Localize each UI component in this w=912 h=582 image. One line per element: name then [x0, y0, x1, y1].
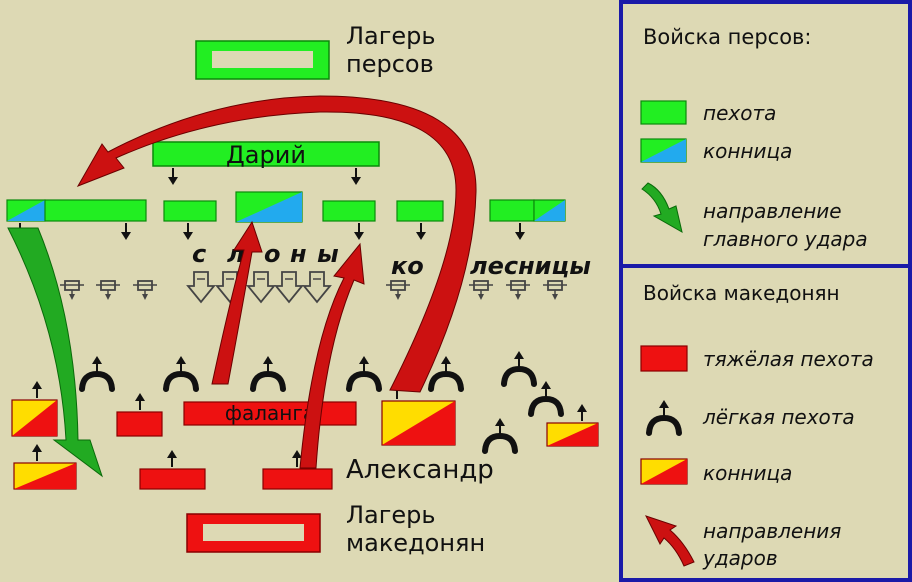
green-arrow-icon — [641, 182, 683, 234]
macedonian-legend: Войска македонян тяжёлая пехота лёгкая п… — [640, 281, 874, 570]
elephant-letter-5: ы — [317, 240, 339, 268]
chariots-label-1: ко — [391, 252, 424, 280]
macedonian-legend-title: Войска македонян — [643, 281, 840, 305]
elephant-icon — [187, 271, 331, 303]
macedonian-legend-light: лёгкая пехота — [702, 405, 855, 429]
macedonian-attack-arrows — [76, 95, 477, 469]
elephant-letter-1: с — [192, 240, 206, 268]
persian-attack-arrow — [7, 227, 103, 478]
macedonian-legend-heavy: тяжёлая пехота — [703, 347, 874, 371]
persian-legend-title: Войска персов: — [643, 25, 812, 49]
red-arrow-icon — [645, 515, 695, 567]
elephant-letter-3: о — [264, 240, 281, 268]
macedonian-legend-attack-2: ударов — [702, 546, 778, 570]
macedonian-legend-attack-1: направления — [703, 519, 841, 543]
darius-label: Дарий — [226, 141, 306, 169]
alexander-label: Александр — [346, 455, 494, 485]
persian-legend-attack-2: главного удара — [703, 227, 868, 251]
elephant-letter-4: н — [290, 240, 307, 268]
darius-unit — [152, 141, 380, 167]
persian-front-line — [6, 191, 566, 223]
persian-legend-attack-1: направление — [703, 199, 842, 223]
persian-legend: Войска персов: пехота конница направлени… — [640, 25, 868, 251]
persian-legend-infantry: пехота — [703, 101, 776, 125]
persian-infantry-swatch — [640, 100, 687, 125]
phalanx-label: фаланга — [225, 401, 315, 425]
persian-legend-cavalry: конница — [703, 139, 792, 163]
macedonian-heavy-swatch — [640, 345, 688, 372]
macedonian-legend-cavalry: конница — [703, 461, 792, 485]
chariots-label-2: лесницы — [470, 252, 591, 280]
